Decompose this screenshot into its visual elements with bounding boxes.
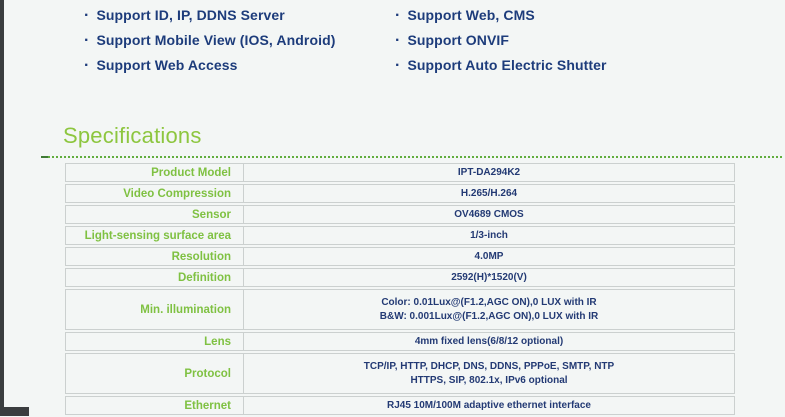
spec-value: 1/3-inch [470, 229, 508, 241]
spec-value: H.265/H.264 [460, 187, 518, 199]
feature-item: · Support ID, IP, DDNS Server [84, 3, 336, 28]
spec-label: Protocol [66, 354, 244, 393]
spec-row-sensor: Sensor OV4689 CMOS [65, 205, 735, 224]
bullet-icon: · [395, 57, 401, 74]
feature-item: · Support Web Access [84, 53, 336, 78]
feature-item: · Support Web, CMS [395, 3, 607, 28]
spec-value-line: TCP/IP, HTTP, DHCP, DNS, DDNS, PPPoE, SM… [363, 360, 615, 372]
spec-label: Min. illumination [66, 290, 244, 329]
spec-value: OV4689 CMOS [454, 208, 524, 220]
bullet-icon: · [84, 32, 90, 49]
feature-text: Support Web, CMS [407, 7, 535, 23]
page-edge-bottom-corner [0, 407, 29, 416]
spec-value: 2592(H)*1520(V) [451, 271, 527, 283]
bullet-icon: · [84, 57, 90, 74]
spec-value: 4.0MP [474, 250, 504, 262]
spec-row-lens: Lens 4mm fixed lens(6/8/12 optional) [65, 332, 735, 351]
feature-list-left: · Support ID, IP, DDNS Server · Support … [84, 3, 336, 78]
section-divider [41, 156, 782, 158]
spec-label: Product Model [66, 164, 244, 181]
feature-item: · Support ONVIF [395, 28, 607, 53]
spec-row-protocol: Protocol TCP/IP, HTTP, DHCP, DNS, DDNS, … [65, 353, 735, 394]
spec-label: Video Compression [66, 185, 244, 202]
spec-row-min-illumination: Min. illumination Color: 0.01Lux@(F1.2,A… [65, 289, 735, 330]
specifications-table: Product Model IPT-DA294K2 Video Compress… [65, 163, 735, 417]
spec-value: 4mm fixed lens(6/8/12 optional) [414, 335, 564, 347]
spec-row-ethernet: Ethernet RJ45 10M/100M adaptive ethernet… [65, 396, 735, 415]
page-edge-left-bar [0, 0, 4, 416]
spec-value-line: Color: 0.01Lux@(F1.2,AGC ON),0 LUX with … [381, 296, 597, 308]
feature-text: Support Web Access [96, 57, 238, 73]
bullet-icon: · [395, 7, 401, 24]
spec-value: RJ45 10M/100M adaptive ethernet interfac… [387, 399, 591, 411]
spec-label: Light-sensing surface area [66, 227, 244, 244]
feature-list-right: · Support Web, CMS · Support ONVIF · Sup… [395, 3, 607, 78]
feature-text: Support Auto Electric Shutter [407, 57, 607, 73]
feature-text: Support ONVIF [407, 32, 510, 48]
spec-row-product-model: Product Model IPT-DA294K2 [65, 163, 735, 182]
spec-label: Sensor [66, 206, 244, 223]
spec-label: Ethernet [66, 397, 244, 414]
bullet-icon: · [395, 32, 401, 49]
spec-value-line: HTTPS, SIP, 802.1x, IPv6 optional [410, 374, 568, 386]
spec-label: Definition [66, 269, 244, 286]
feature-item: · Support Auto Electric Shutter [395, 53, 607, 78]
bullet-icon: · [84, 7, 90, 24]
specifications-heading: Specifications [63, 123, 202, 148]
spec-row-video-compression: Video Compression H.265/H.264 [65, 184, 735, 203]
spec-value: IPT-DA294K2 [457, 166, 521, 178]
feature-item: · Support Mobile View (IOS, Android) [84, 28, 336, 53]
spec-label: Lens [66, 333, 244, 350]
spec-label: Resolution [66, 248, 244, 265]
feature-text: Support ID, IP, DDNS Server [96, 7, 285, 23]
spec-row-definition: Definition 2592(H)*1520(V) [65, 268, 735, 287]
spec-row-resolution: Resolution 4.0MP [65, 247, 735, 266]
feature-text: Support Mobile View (IOS, Android) [96, 32, 336, 48]
spec-row-light-sensing-area: Light-sensing surface area 1/3-inch [65, 226, 735, 245]
spec-value-line: B&W: 0.001Lux@(F1.2,AGC ON),0 LUX with I… [379, 310, 599, 322]
